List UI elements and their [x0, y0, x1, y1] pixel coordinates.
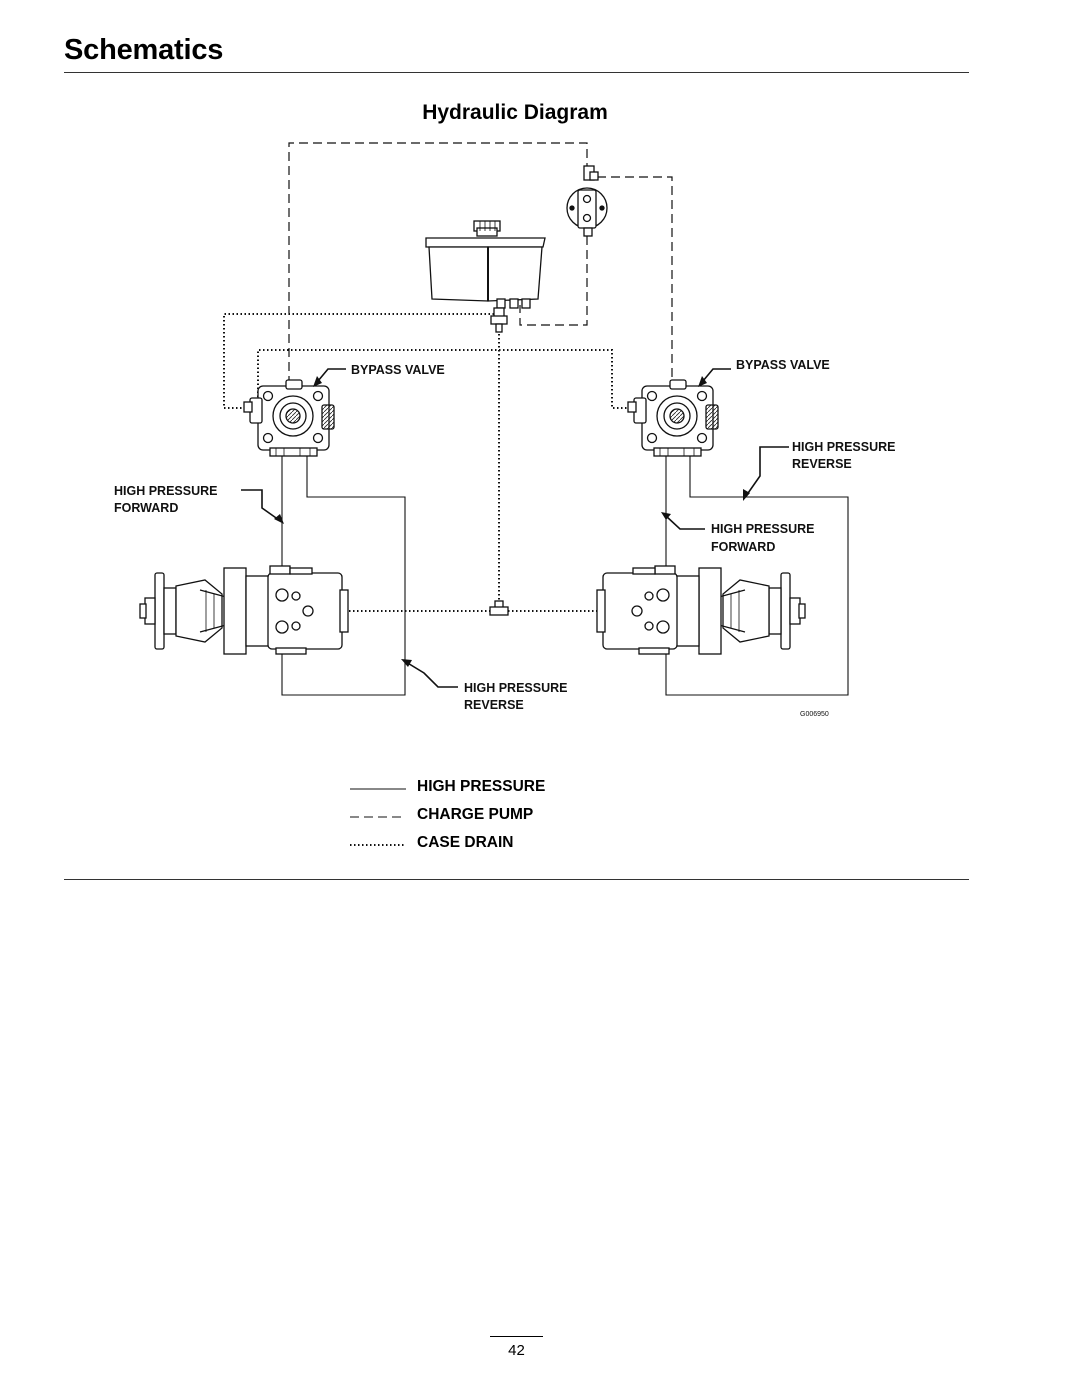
- section-title: Schematics: [64, 34, 224, 66]
- callout-leaders: [241, 368, 789, 688]
- page-number: 42: [508, 1342, 525, 1359]
- case-drain-lines: [223, 313, 632, 612]
- high-pressure-lines: [281, 455, 849, 696]
- hp-forward-right-label-1: HIGH PRESSURE: [711, 522, 815, 536]
- left-wheel-motor: [139, 565, 349, 655]
- bypass-valve-right-label: BYPASS VALVE: [736, 358, 830, 372]
- legend-label: HIGH PRESSURE: [417, 778, 546, 795]
- dotted-line-swatch: [350, 844, 406, 846]
- drawing-code: G006950: [800, 711, 829, 718]
- callout-arrowheads: [274, 376, 750, 667]
- case-drain-tee: [489, 600, 509, 616]
- hp-reverse-bottom-label-2: REVERSE: [464, 698, 524, 712]
- hp-forward-left-label-1: HIGH PRESSURE: [114, 484, 218, 498]
- filter-assembly: [566, 165, 608, 237]
- hp-forward-right-label-2: FORWARD: [711, 540, 775, 554]
- reservoir-tank: [425, 220, 546, 333]
- hp-reverse-right-label-2: REVERSE: [792, 457, 852, 471]
- hp-forward-left-label-2: FORWARD: [114, 501, 178, 515]
- left-pump: [243, 379, 335, 457]
- header-rule: [64, 72, 969, 73]
- hp-reverse-right-label-1: HIGH PRESSURE: [792, 440, 896, 454]
- hp-reverse-bottom-label-1: HIGH PRESSURE: [464, 681, 568, 695]
- charge-pump-lines: [288, 142, 673, 385]
- figure-title: Hydraulic Diagram: [422, 101, 608, 124]
- right-wheel-motor: [596, 565, 806, 655]
- page-number-rule: [490, 1336, 543, 1337]
- dashed-line-swatch: [350, 816, 406, 818]
- hydraulic-diagram: BYPASS VALVE BYPASS VALVE HIGH PRESSURE …: [114, 142, 896, 718]
- legend-label: CASE DRAIN: [417, 834, 514, 851]
- bypass-valve-left-label: BYPASS VALVE: [351, 363, 445, 377]
- legend-label: CHARGE PUMP: [417, 806, 534, 823]
- right-pump: [627, 379, 719, 457]
- figure-bottom-rule: [64, 879, 969, 880]
- solid-line-swatch: [350, 788, 406, 790]
